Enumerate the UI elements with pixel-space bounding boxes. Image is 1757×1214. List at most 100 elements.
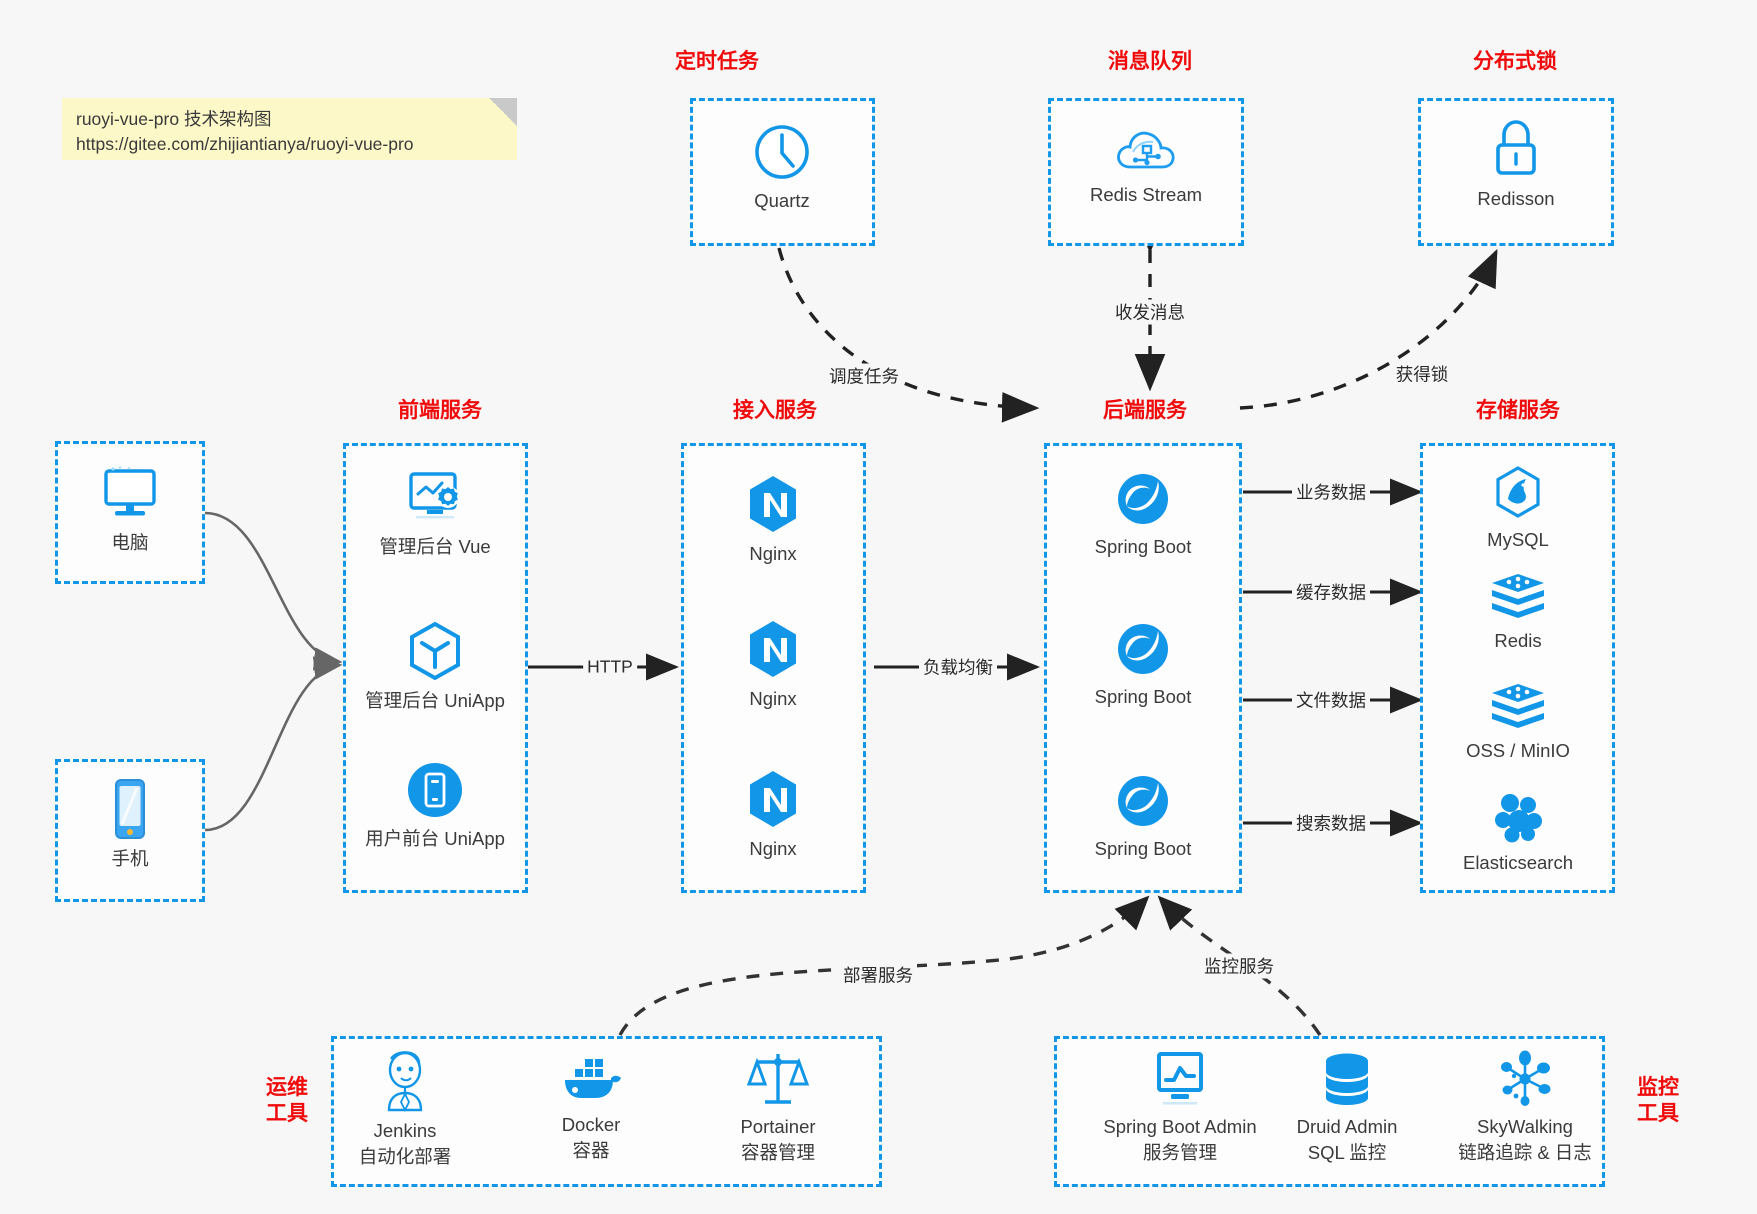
edge-label-load-balance: 负载均衡 [919,654,997,680]
node-label: SkyWalking [1477,1116,1573,1137]
node-label: 用户前台 UniApp [365,828,505,849]
node-label: Spring Boot Admin [1103,1116,1257,1137]
node-admin-vue: 管理后台 Vue [350,470,520,559]
group-label-devops: 运维 工具 [252,1075,322,1128]
scales-balance-icon [747,1054,809,1104]
node-mysql: MySQL [1433,465,1603,552]
node-oss-minio: OSS / MinIO [1433,682,1603,763]
node-sublabel: 容器管理 [740,1142,815,1164]
desktop-computer-icon [104,466,156,516]
hexagon-cube-icon [410,621,460,681]
node-label: Redis Stream [1089,184,1203,205]
edge-label-http: HTTP [583,656,637,678]
node-label: 管理后台 UniApp [365,690,505,711]
edge-label-cache-data: 缓存数据 [1292,579,1370,605]
mobile-phone-icon [115,779,145,839]
node-nginx-3: Nginx [688,768,858,861]
edge-label-schedule-task: 调度任务 [825,363,903,389]
node-spring-boot-3: Spring Boot [1058,772,1228,861]
database-stack-icon [1326,1053,1368,1105]
group-label-storage: 存储服务 [1476,399,1560,422]
node-sublabel: 服务管理 [1142,1142,1217,1164]
redis-stack-icon [1492,574,1544,618]
group-label-gateway: 接入服务 [733,399,817,422]
group-label-monitor-line1: 监控 [1637,1076,1679,1099]
group-label-devops-line2: 工具 [266,1102,308,1126]
node-redisson: Redisson [1431,118,1601,211]
node-label: MySQL [1487,529,1549,550]
spring-leaf-icon [1118,776,1168,826]
mysql-dolphin-icon [1496,466,1540,518]
docker-whale-icon [565,1059,621,1098]
jenkins-butler-icon [387,1051,423,1112]
group-label-scheduler: 定时任务 [675,50,759,73]
node-redis: Redis [1433,572,1603,653]
clock-icon [755,125,809,179]
node-label: 电脑 [111,532,149,553]
node-label: Docker [561,1114,621,1135]
node-sublabel: 容器 [572,1140,610,1162]
redis-stack-icon [1492,684,1544,728]
note-fold-corner [489,98,517,126]
nginx-icon [750,621,796,677]
edge-label-send-receive-msg: 收发消息 [1111,299,1189,325]
node-label: Spring Boot [1094,686,1192,707]
node-nginx-1: Nginx [688,473,858,566]
node-label: Nginx [749,543,797,564]
monitor-chart-icon [1157,1052,1203,1105]
edge-label-file-data: 文件数据 [1292,687,1370,713]
group-label-backend: 后端服务 [1103,399,1187,422]
node-label: Nginx [749,688,797,709]
node-user-uniapp: 用户前台 UniApp [350,760,520,851]
edge-label-monitor-service: 监控服务 [1200,953,1278,979]
note-url: https://gitee.com/zhijiantianya/ruoyi-vu… [76,134,414,155]
edge-label-business-data: 业务数据 [1292,479,1370,505]
nginx-icon [750,476,796,532]
diagram-note: ruoyi-vue-pro 技术架构图 https://gitee.com/zh… [62,98,517,160]
wire-clients-to-frontend [204,511,343,832]
node-label: OSS / MinIO [1466,740,1570,761]
node-portainer: Portainer 容器管理 [693,1050,863,1165]
group-box-mq [1048,98,1244,246]
node-sublabel: SQL 监控 [1307,1142,1387,1164]
node-label: Quartz [754,190,810,211]
spring-leaf-icon [1118,624,1168,674]
node-label: Spring Boot [1094,536,1192,557]
node-mobile-phone: 手机 [45,778,215,871]
node-sublabel: 链路追踪 & 日志 [1458,1142,1592,1164]
nginx-icon [750,771,796,827]
wire-backend-to-storage [1243,478,1423,837]
node-docker: Docker 容器 [506,1052,676,1163]
node-quartz: Quartz [697,122,867,213]
node-desktop-computer: 电脑 [45,466,215,555]
group-label-monitor-line2: 工具 [1637,1102,1679,1126]
node-druid-admin: Druid Admin SQL 监控 [1262,1052,1432,1165]
node-label: Elasticsearch [1462,852,1573,873]
node-admin-uniapp: 管理后台 UniApp [350,620,520,713]
wire-quartz-to-backend [777,247,1040,423]
node-label: Nginx [749,838,797,859]
skywalking-node-icon [1501,1050,1551,1106]
node-label: Spring Boot [1094,838,1192,859]
node-spring-boot-admin: Spring Boot Admin 服务管理 [1075,1050,1285,1165]
group-label-lock: 分布式锁 [1473,50,1557,73]
node-label: 手机 [111,848,149,869]
group-label-frontend: 前端服务 [398,399,482,422]
node-skywalking: SkyWalking 链路追踪 & 日志 [1440,1050,1610,1165]
node-sublabel: 自动化部署 [358,1146,452,1168]
padlock-icon [1496,120,1536,175]
group-label-mq: 消息队列 [1108,50,1192,73]
node-spring-boot-1: Spring Boot [1058,470,1228,559]
wire-backend-to-redisson [1239,248,1498,410]
monitor-gear-icon [409,472,459,519]
node-label: Portainer [740,1116,816,1137]
phone-circle-icon [408,763,462,817]
group-label-monitor: 监控 工具 [1618,1075,1698,1128]
node-elasticsearch: Elasticsearch [1433,790,1603,875]
node-label: Druid Admin [1296,1116,1398,1137]
edge-label-deploy-service: 部署服务 [839,962,917,988]
note-title: ruoyi-vue-pro 技术架构图 [76,109,272,129]
edge-label-search-data: 搜索数据 [1292,810,1370,836]
node-jenkins: Jenkins 自动化部署 [320,1050,490,1169]
